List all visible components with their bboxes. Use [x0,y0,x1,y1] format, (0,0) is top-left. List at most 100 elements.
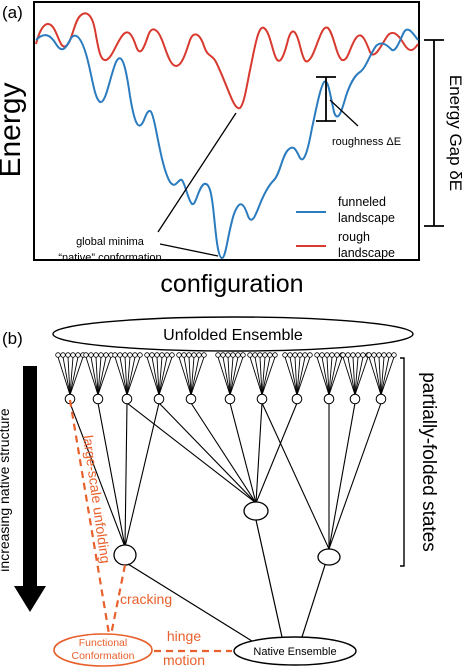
leaf-edge-2-0 [114,356,128,396]
panel-a-label: (a) [2,3,23,22]
intermediate-node-1 [113,544,137,566]
large-scale-unfolding-label: large-scale unfolding [80,434,114,564]
leaf-node-4-0 [176,352,182,358]
leaf-edge-4-1 [183,356,192,396]
leaf-edge-0-4 [69,356,79,396]
leaf-node-8-3 [329,352,335,358]
leaf-edge-3-1 [151,356,160,396]
leaf-edge-10-0 [368,356,382,396]
leaf-node-4-3 [191,352,197,358]
leaf-node-4-4 [196,352,202,358]
leaf-edge-9-1 [347,356,356,396]
leaf-node-2-5 [137,352,143,358]
leaf-edge-2-2 [124,356,128,396]
native-ensemble-node [233,636,357,666]
leaf-node-1-4 [103,352,109,358]
leaf-node-9-0 [340,352,346,358]
leaf-node-0-2 [65,352,71,358]
leaf-node-6-3 [262,352,268,358]
leaf-node-3-1 [149,352,155,358]
leaf-node-4-2 [186,352,192,358]
intermediate-node-3 [317,548,341,566]
leaf-node-7-2 [292,352,298,358]
leaf-node-10-4 [386,352,392,358]
leaf-node-10-5 [391,352,397,358]
leaf-edge-7-4 [296,356,306,396]
leaf-edge-4-0 [178,356,192,396]
leaf-edge-5-1 [222,356,231,396]
leaf-edge-8-2 [326,356,330,396]
leaf-edge-8-1 [321,356,330,396]
leaf-edge-5-0 [217,356,231,396]
leaf-edge-6-0 [249,356,263,396]
leaf-node-8-0 [314,352,320,358]
hinge-label-line2: motion [163,652,205,668]
partial-state-node-8 [323,393,335,405]
leaf-edge-6-2 [259,356,263,396]
unfolded-ensemble-node [52,316,414,352]
leaf-edge-2-5 [126,356,141,396]
leaf-node-3-4 [164,352,170,358]
funneled-landscape-curve [35,28,419,259]
leaf-node-4-5 [201,352,207,358]
tree-edge-5 [158,402,257,504]
minima-label-line1: global minima [76,236,145,248]
leaf-edge-7-2 [294,356,298,396]
leaf-node-1-0 [83,352,89,358]
leaf-node-6-0 [247,352,253,358]
leaf-node-2-0 [112,352,118,358]
tree-edge-6 [229,402,257,504]
leaf-edge-0-0 [57,356,71,396]
partial-state-node-6 [256,393,268,405]
leaf-node-2-1 [117,352,123,358]
leaf-node-8-2 [324,352,330,358]
leaf-node-6-5 [272,352,278,358]
leaf-edge-1-2 [95,356,99,396]
leaf-node-1-1 [88,352,94,358]
partial-state-node-3 [153,393,165,405]
leaf-edge-7-0 [284,356,298,396]
functional-conformation-node [53,633,153,667]
large-scale-unfolding-path [68,399,112,641]
leaf-edge-0-2 [67,356,71,396]
leaf-node-7-4 [302,352,308,358]
leaf-node-10-0 [366,352,372,358]
leaf-edge-6-4 [261,356,271,396]
tree-edge-11 [328,402,356,550]
legend-funneled-line2: landscape [338,211,395,225]
leaf-node-7-1 [287,352,293,358]
minima-pointer-2 [159,243,219,257]
leaf-node-0-1 [60,352,66,358]
functional-conformation-line2: Conformation [71,650,134,662]
leaf-edge-0-3 [69,356,74,396]
leaf-edge-3-0 [146,356,160,396]
leaf-edge-10-2 [378,356,382,396]
tree-edge-13 [126,402,257,504]
partial-state-node-7 [291,393,303,405]
cracking-path [108,564,127,641]
leaf-edge-9-2 [352,356,356,396]
leaf-edge-9-4 [354,356,364,396]
leaf-edge-4-2 [188,356,192,396]
leaf-node-9-1 [345,352,351,358]
leaf-edge-1-0 [85,356,99,396]
leaf-edge-2-4 [126,356,136,396]
tree-edge-7 [255,402,263,504]
leaf-node-8-4 [334,352,340,358]
leaf-node-9-4 [360,352,366,358]
leaf-edge-9-3 [354,356,359,396]
leaf-node-7-3 [297,352,303,358]
leaf-node-6-4 [267,352,273,358]
partial-state-node-10 [375,393,387,405]
leaf-edge-6-5 [261,356,276,396]
plot-frame [33,1,420,261]
leaf-node-10-3 [381,352,387,358]
leaf-node-4-1 [181,352,187,358]
leaf-edge-2-3 [126,356,131,396]
leaf-node-7-5 [307,352,313,358]
leaf-edge-1-1 [90,356,99,396]
leaf-edge-5-5 [229,356,244,396]
tree-edge-8 [255,402,298,504]
edge-intermediate2-native [255,519,283,638]
leaf-node-3-0 [144,352,150,358]
